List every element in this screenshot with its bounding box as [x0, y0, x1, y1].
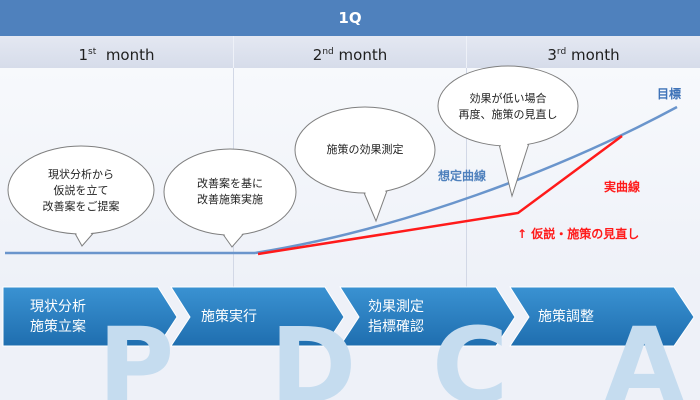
phase-d-arrow [170, 286, 345, 347]
phase-d-text: 施策実行 [201, 309, 257, 325]
month-1-header: 1st month [0, 36, 233, 68]
planned-curve-label: 想定曲線 [438, 169, 487, 183]
phase-c-text: 効果測定指標確認 [368, 299, 424, 335]
letter-d: D [270, 305, 357, 400]
actual-curve-label: 実曲線 [604, 180, 641, 194]
bubble-3-text: 施策の効果測定 [326, 143, 404, 156]
letter-c: C [432, 305, 509, 400]
month-row: 1st month 2nd month 3rd month [0, 36, 700, 68]
actual-curve-line [257, 134, 623, 256]
bubble-shape [294, 106, 436, 223]
target-label: 目標 [657, 87, 682, 101]
month-divider [466, 68, 467, 288]
planned-curve-line [254, 105, 678, 255]
bubble-2-text: 改善案を基に改善施策実施 [197, 177, 263, 206]
bubble-shape [163, 148, 297, 248]
phase-p-text: 現状分析施策立案 [30, 299, 86, 335]
phase-p-arrow [2, 286, 178, 347]
revise-label: ↑ 仮説・施策の見直し [517, 227, 640, 241]
month-2-header: 2nd month [234, 36, 466, 68]
bubble-4-text: 効果が低い場合再度、施策の見直し [458, 92, 558, 121]
letter-a: A [604, 305, 685, 400]
letter-p: P [98, 305, 175, 400]
quarter-header: 1Q [0, 0, 700, 36]
bubble-shape [437, 65, 579, 198]
phase-c-arrow [339, 286, 516, 347]
phase-a-arrow [509, 286, 695, 347]
phase-a-text: 施策調整 [538, 309, 594, 325]
month-3-header: 3rd month [467, 36, 700, 68]
bubble-shape [7, 145, 155, 247]
bubble-1-text: 現状分析から仮説を立て改善案をご提案 [42, 168, 120, 213]
